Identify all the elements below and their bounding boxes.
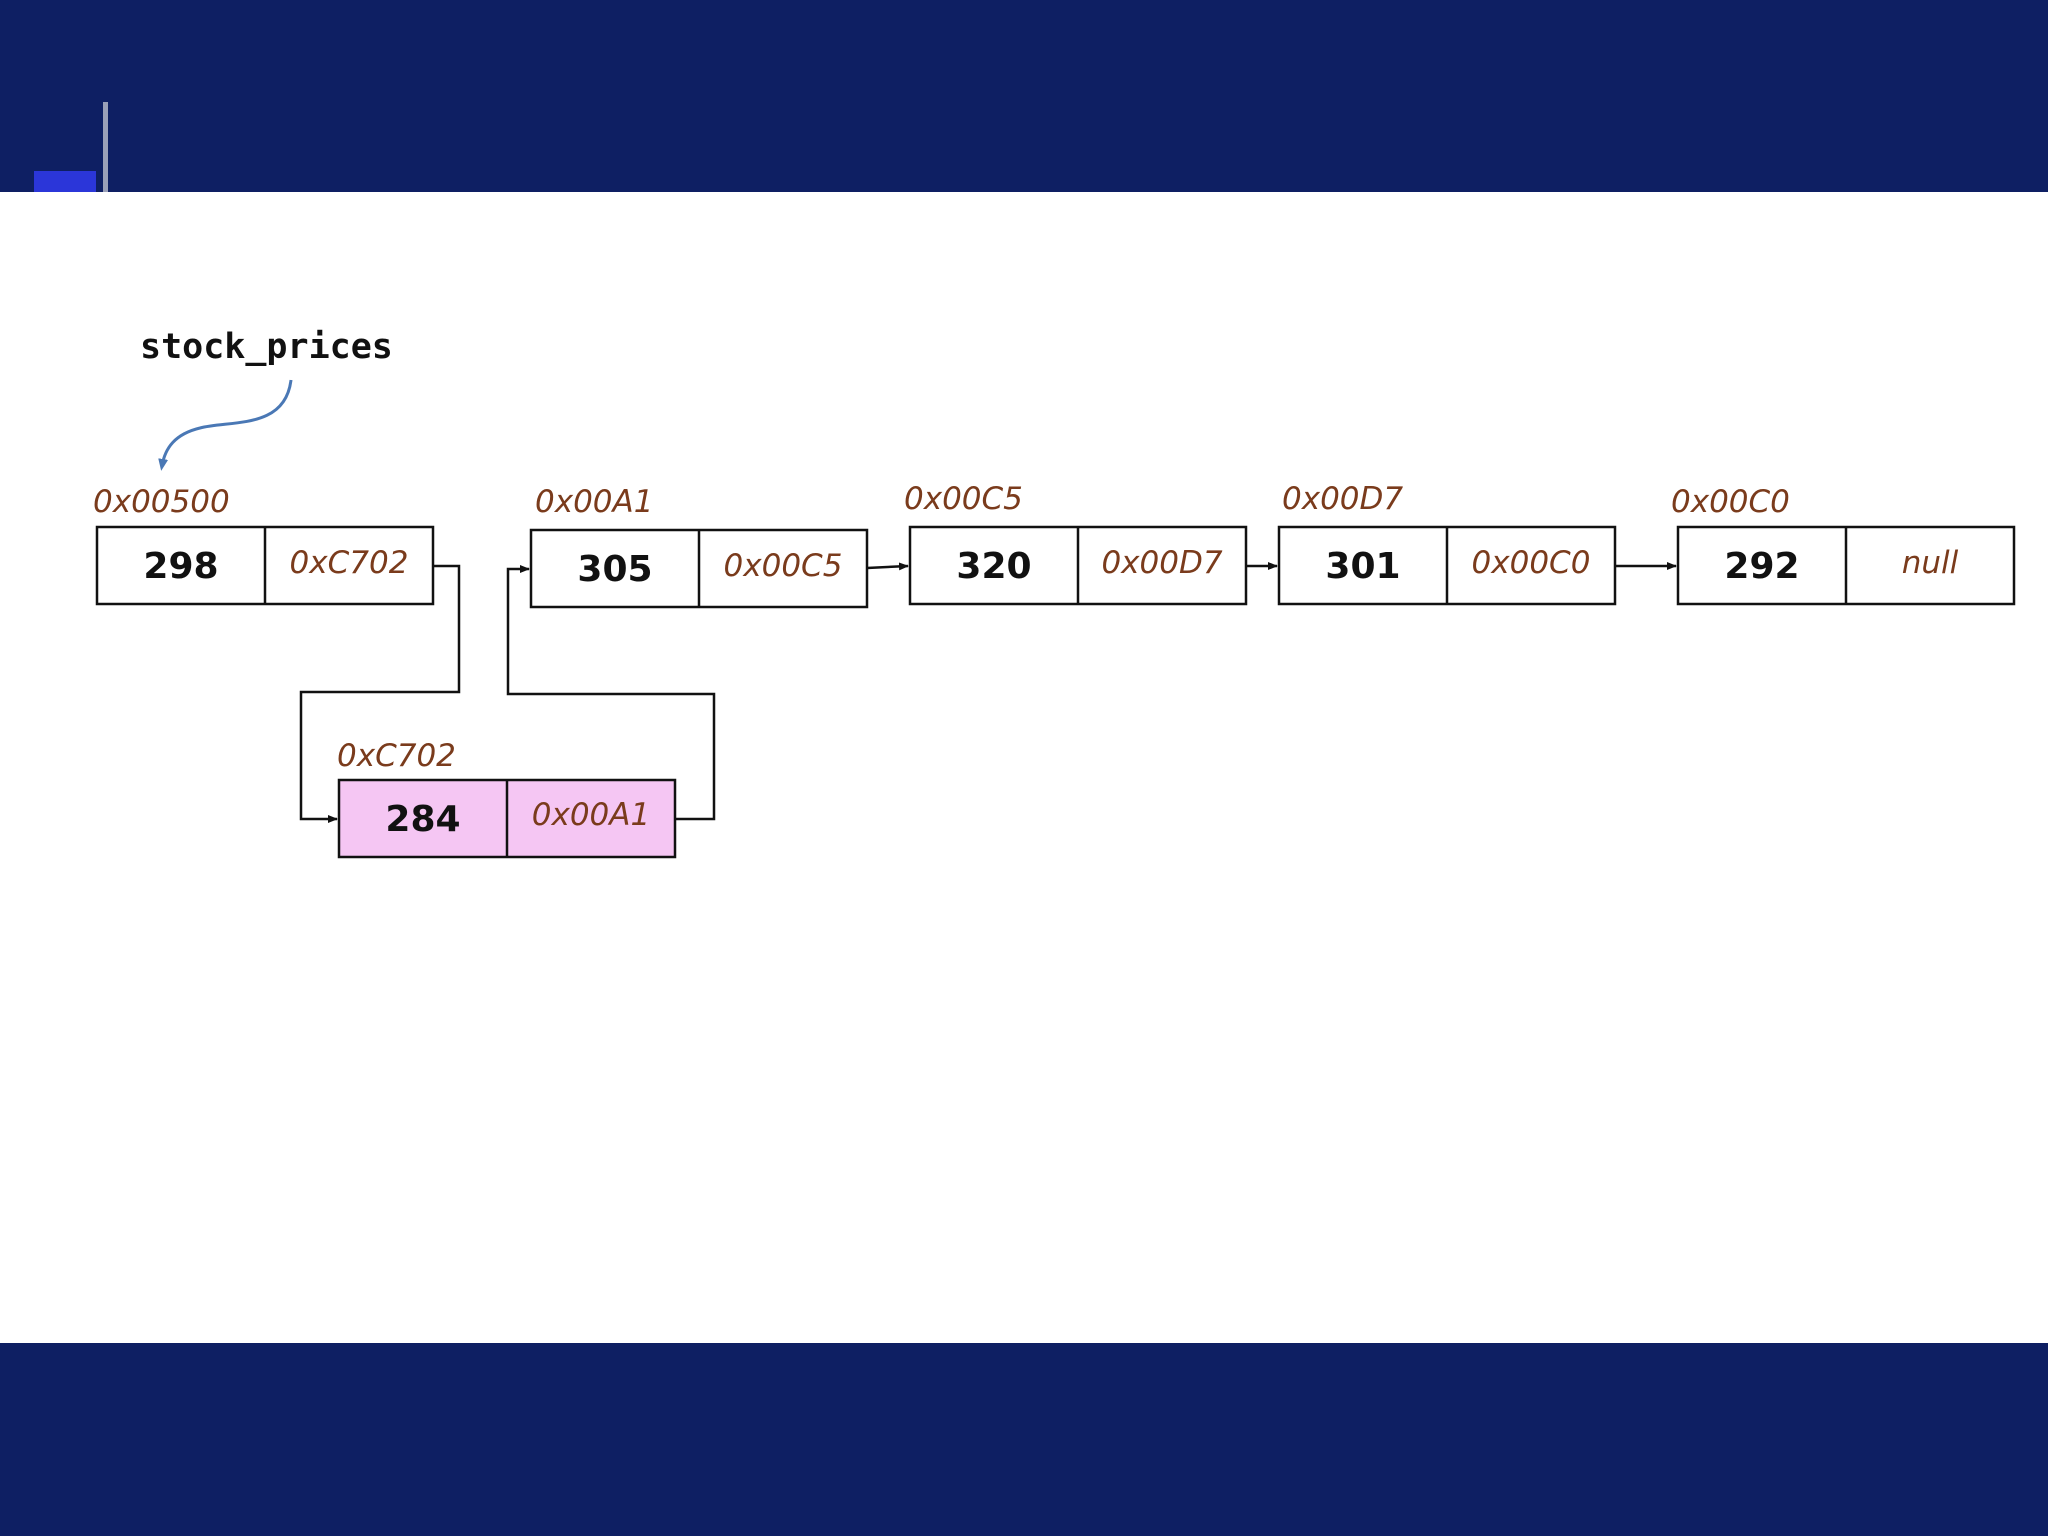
node-address: 0x00500 (93, 484, 230, 520)
pointer-arrow (299, 564, 461, 823)
node-value: 292 (1724, 546, 1799, 587)
node-address: 0x00A1 (535, 484, 653, 520)
list-node: 0x00C0 292 null (1671, 484, 2016, 606)
node-next-pointer: 0x00D7 (1101, 545, 1222, 581)
node-value: 301 (1325, 546, 1400, 587)
node-address: 0x00C5 (904, 481, 1023, 517)
node-next-pointer: 0xC702 (290, 545, 409, 581)
list-node-inserted: 0xC702 284 0x00A1 (337, 738, 677, 859)
pointer-arrow (506, 565, 716, 821)
node-next-pointer: 0x00C0 (1472, 545, 1591, 581)
list-node: 0x00D7 301 0x00C0 (1277, 481, 1617, 606)
accent-square (34, 171, 96, 192)
list-node: 0x00A1 305 0x00C5 (529, 484, 869, 609)
node-next-pointer: 0x00C5 (724, 548, 843, 584)
list-node: 0x00C5 320 0x00D7 (904, 481, 1248, 606)
node-address: 0x00C0 (1671, 484, 1790, 520)
node-value: 320 (956, 546, 1031, 587)
list-node: 0x00500 298 0xC702 (93, 484, 435, 606)
node-value: 305 (577, 549, 652, 590)
node-value: 284 (385, 799, 460, 840)
head-pointer-arrow (158, 379, 293, 471)
node-next-pointer: 0x00A1 (532, 797, 650, 833)
node-next-pointer: null (1902, 545, 1959, 581)
accent-line (103, 102, 108, 192)
bottom-banner (0, 1343, 2048, 1536)
pointer-arrow (866, 562, 909, 571)
top-banner (0, 0, 2048, 192)
node-address: 0x00D7 (1282, 481, 1403, 517)
node-address: 0xC702 (337, 738, 456, 774)
node-value: 298 (143, 546, 218, 587)
variable-label: stock_prices (140, 327, 393, 367)
